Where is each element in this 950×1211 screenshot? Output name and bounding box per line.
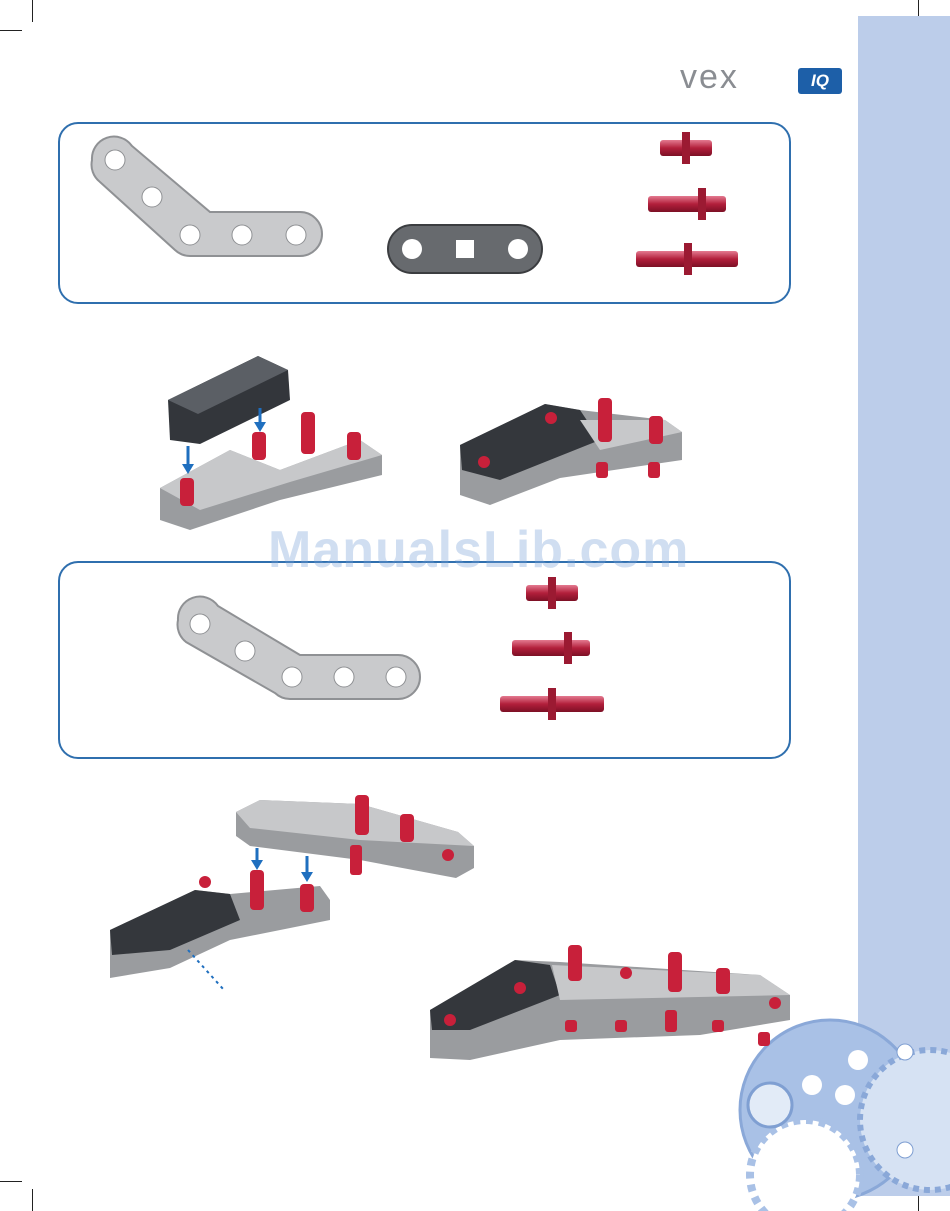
bent-beam-light-icon <box>178 597 420 699</box>
connector-pin-short-icon <box>660 132 712 164</box>
connector-pin-medium-icon <box>512 632 590 664</box>
connector-pin-medium-icon <box>648 188 726 220</box>
watermark: ManualsLib.com <box>268 520 689 580</box>
assembled-result <box>430 945 790 1060</box>
assembled-result <box>460 398 682 505</box>
gear-decoration-icon <box>740 1020 950 1211</box>
connector-pin-long-icon <box>636 243 738 275</box>
connector-pin-short-icon <box>526 577 578 609</box>
exploded-assembly <box>160 356 382 530</box>
exploded-assembly <box>110 795 474 990</box>
2x1-beam-dark-icon <box>388 225 542 273</box>
bent-beam-light-icon <box>92 137 322 256</box>
connector-pin-long-icon <box>500 688 604 720</box>
